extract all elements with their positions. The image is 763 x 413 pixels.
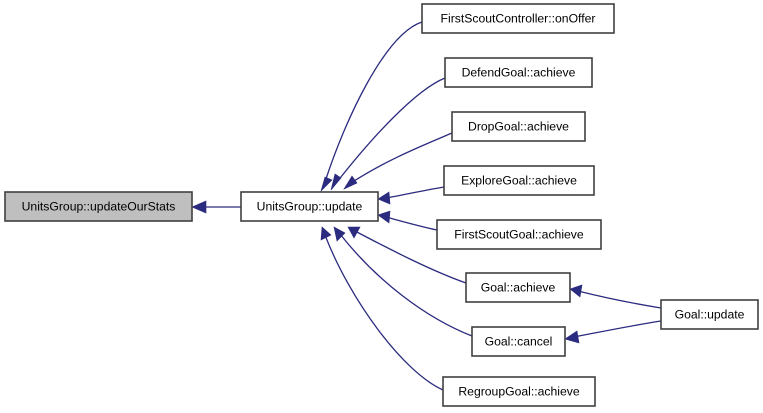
node-label: DropGoal::achieve <box>468 120 569 134</box>
edge-line <box>573 320 662 338</box>
node-box[interactable] <box>4 191 193 222</box>
arrowhead-icon <box>377 191 391 205</box>
edge-line <box>336 77 446 183</box>
edge-unitsgroup_update-to-updateOurStats <box>191 200 241 214</box>
node-box[interactable] <box>442 376 596 407</box>
edge-goal_cancel-to-unitsgroup_update <box>333 226 473 337</box>
arrowhead-icon <box>564 330 580 344</box>
edge-line <box>350 132 453 184</box>
edge-line <box>354 230 467 284</box>
graph-node-goal_update[interactable]: Goal::update <box>660 299 759 330</box>
node-box[interactable] <box>660 299 759 330</box>
arrowhead-icon <box>377 210 391 224</box>
graph-node-updateOurStats[interactable]: UnitsGroup::updateOurStats <box>4 191 193 222</box>
graph-node-goal_cancel[interactable]: Goal::cancel <box>471 326 566 357</box>
edge-goal_update-to-goal_achieve <box>569 284 662 309</box>
edge-dropgoal_achieve-to-unitsgroup_update <box>343 132 453 190</box>
node-box[interactable] <box>451 111 586 142</box>
graph-node-defendgoal_achieve[interactable]: DefendGoal::achieve <box>444 57 593 88</box>
node-label: Goal::achieve <box>481 281 556 295</box>
arrowhead-icon <box>320 176 333 193</box>
arrowhead-icon <box>333 226 346 242</box>
arrowhead-icon <box>347 226 361 239</box>
edges-layer <box>191 21 662 391</box>
node-label: FirstScoutController::onOffer <box>441 12 596 26</box>
arrowhead-icon <box>320 226 332 241</box>
edge-firstscoutgoal_achieve-to-unitsgroup_update <box>377 210 438 231</box>
edge-goal_achieve-to-unitsgroup_update <box>347 226 467 284</box>
arrowhead-icon <box>343 175 358 190</box>
edge-firstscoutcontroller_onoffer-to-unitsgroup_update <box>320 21 423 193</box>
arrowhead-icon <box>191 200 207 214</box>
arrowhead-icon <box>330 173 342 191</box>
node-box[interactable] <box>240 191 379 222</box>
edge-defendgoal_achieve-to-unitsgroup_update <box>330 77 446 191</box>
graph-node-firstscoutcontroller_onoffer[interactable]: FirstScoutController::onOffer <box>421 3 615 34</box>
node-label: Goal::cancel <box>485 335 553 349</box>
edge-line <box>385 186 445 199</box>
edge-line <box>339 233 473 337</box>
edge-line <box>577 290 662 309</box>
graph-node-goal_achieve[interactable]: Goal::achieve <box>465 272 571 303</box>
edge-line <box>324 234 444 391</box>
node-box[interactable] <box>421 3 615 34</box>
nodes-layer: UnitsGroup::updateOurStats UnitsGroup::up… <box>4 3 759 407</box>
node-box[interactable] <box>471 326 566 357</box>
edge-line <box>324 21 423 183</box>
node-box[interactable] <box>444 57 593 88</box>
node-label: ExploreGoal::achieve <box>461 174 577 188</box>
edge-regroupgoal_achieve-to-unitsgroup_update <box>320 226 444 391</box>
graph-node-unitsgroup_update[interactable]: UnitsGroup::update <box>240 191 379 222</box>
node-box[interactable] <box>443 165 595 196</box>
graph-node-regroupgoal_achieve[interactable]: RegroupGoal::achieve <box>442 376 596 407</box>
edge-goal_update-to-goal_cancel <box>564 320 662 344</box>
arrowhead-icon <box>569 284 583 298</box>
edge-exploregoal_achieve-to-unitsgroup_update <box>377 186 445 205</box>
edge-line <box>385 216 438 231</box>
node-label: UnitsGroup::updateOurStats <box>22 200 176 214</box>
node-label: Goal::update <box>675 308 745 322</box>
node-label: DefendGoal::achieve <box>462 66 576 80</box>
node-label: UnitsGroup::update <box>257 200 363 214</box>
graph-node-exploregoal_achieve[interactable]: ExploreGoal::achieve <box>443 165 595 196</box>
graph-node-dropgoal_achieve[interactable]: DropGoal::achieve <box>451 111 586 142</box>
node-box[interactable] <box>465 272 571 303</box>
node-label: RegroupGoal::achieve <box>458 385 579 399</box>
node-label: FirstScoutGoal::achieve <box>454 228 584 242</box>
graph-node-firstscoutgoal_achieve[interactable]: FirstScoutGoal::achieve <box>436 219 602 250</box>
node-box[interactable] <box>436 219 602 250</box>
